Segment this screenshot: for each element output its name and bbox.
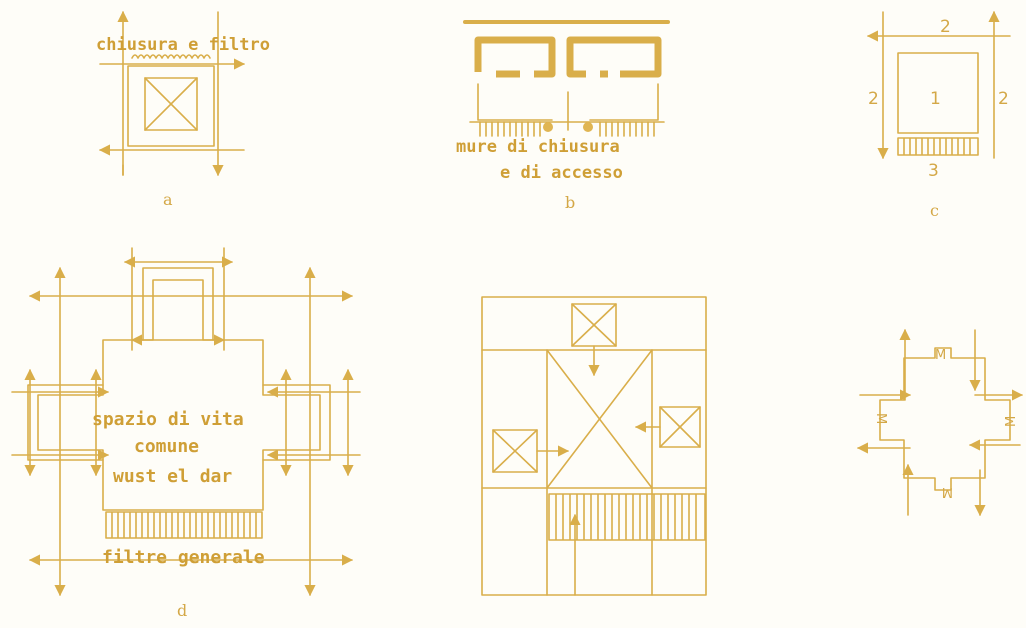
label-wust-el-dar: wust el dar — [113, 466, 232, 487]
number-center: 1 — [930, 89, 941, 109]
label-chiusura-e-filtro: chiusura e filtro — [96, 35, 270, 55]
diagram-a: chiusura e filtro a — [96, 10, 270, 209]
diagram-f: M M M M — [856, 328, 1024, 517]
caption-b: b — [565, 193, 575, 212]
number-top: 2 — [940, 17, 951, 37]
letter-top: M — [935, 348, 946, 363]
caption-a: a — [163, 190, 173, 209]
diagram-b: mure di chiusura e di accesso b — [456, 20, 670, 212]
label-filtre-generale: filtre generale — [102, 547, 265, 568]
diagram-d: spazio di vita comune wust el dar filtre… — [11, 247, 361, 620]
filter-coil — [131, 54, 211, 59]
number-left: 2 — [868, 89, 879, 109]
letter-left: M — [873, 413, 888, 424]
label-spazio-di-vita: spazio di vita — [92, 409, 244, 430]
caption-d: d — [177, 601, 187, 620]
number-right: 2 — [998, 89, 1009, 109]
letter-bottom: M — [942, 484, 953, 499]
letter-right: M — [1004, 416, 1019, 427]
label-e-di-accesso: e di accesso — [500, 163, 623, 183]
number-bottom: 3 — [928, 161, 939, 181]
caption-c: c — [930, 201, 939, 220]
label-comune: comune — [134, 436, 199, 457]
label-mure-di-chiusura: mure di chiusura — [456, 137, 620, 157]
diagram-e — [481, 296, 707, 596]
diagram-c: 2 2 2 1 3 c — [866, 10, 1011, 220]
